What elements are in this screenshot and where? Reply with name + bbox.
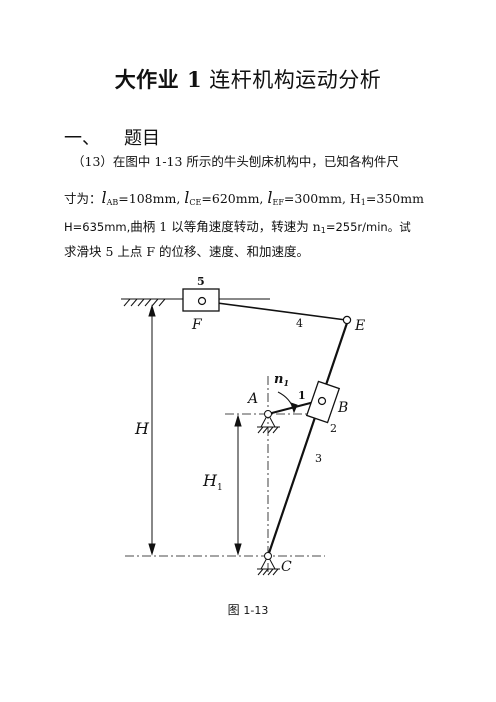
rotation-arrow-icon <box>277 391 298 414</box>
problem-line-1: （13）在图中 1-13 所示的牛头刨床机构中，已知各构件尺 <box>72 154 399 169</box>
h1-subscript: 1 <box>360 198 366 207</box>
joint-b <box>317 396 327 406</box>
lab-subscript: AB <box>106 198 119 207</box>
joint-e <box>342 315 352 325</box>
label-c: C <box>281 559 292 575</box>
lce-symbol: l <box>184 188 190 207</box>
dimension-h1 <box>234 414 242 556</box>
caption-prefix: 图 <box>227 603 244 617</box>
label-b: B <box>337 400 348 416</box>
h1-value: =350mm <box>365 191 424 206</box>
section-title: 题目 <box>124 128 160 149</box>
label-e: E <box>354 318 365 334</box>
speed-text: 曲柄 1 以等角速度转动，转速为 n <box>130 219 321 234</box>
label-4: 4 <box>296 317 303 330</box>
caption-number: 1-13 <box>243 604 269 617</box>
pivot-c <box>257 552 280 576</box>
lce-value: =620mm, <box>201 191 268 206</box>
problem-line-4: 求滑块 5 上点 F 的位移、速度、和加速度。 <box>64 244 310 259</box>
lef-subscript: EF <box>272 198 284 207</box>
title-rest: 连杆机构运动分析 <box>202 68 382 92</box>
section-number: 一、 <box>64 128 100 149</box>
title-bold: 大作业 1 <box>114 67 203 92</box>
lef-value: =300mm, H <box>283 191 361 206</box>
page-title: 大作业 1 连杆机构运动分析 <box>0 64 496 94</box>
link-4 <box>201 300 347 321</box>
lab-symbol: l <box>101 188 107 207</box>
label-2: 2 <box>330 422 337 435</box>
figure-caption: 图 1-13 <box>0 601 496 618</box>
dimension-h <box>148 304 156 556</box>
label-a: A <box>246 391 258 407</box>
speed-value: =255r/min。试 <box>325 220 411 234</box>
n1-subscript: 1 <box>320 226 326 235</box>
label-f: F <box>191 317 203 333</box>
label-slider-5: 5 <box>197 275 205 288</box>
label-n1: n1 <box>274 372 289 388</box>
link-3 <box>266 319 350 557</box>
problem-line-3: H=635mm,曲柄 1 以等角速度转动，转速为 n1=255r/min。试 <box>64 215 434 243</box>
pivot-a <box>257 410 280 434</box>
lef-symbol: l <box>267 188 273 207</box>
dims-prefix: 寸为： <box>64 191 102 206</box>
h-value: H=635mm, <box>64 220 131 234</box>
joint-f <box>197 296 207 306</box>
label-3: 3 <box>315 452 322 465</box>
label-1: 1 <box>298 389 306 402</box>
section-heading: 一、 题目 <box>64 124 160 150</box>
label-h: H <box>134 419 150 438</box>
lce-subscript: CE <box>189 198 202 207</box>
problem-line-2: 寸为：lAB=108mm, lCE=620mm, lEF=300mm, H1=3… <box>64 186 434 215</box>
lab-value: =108mm, <box>118 191 185 206</box>
label-h1: H1 <box>202 471 223 493</box>
